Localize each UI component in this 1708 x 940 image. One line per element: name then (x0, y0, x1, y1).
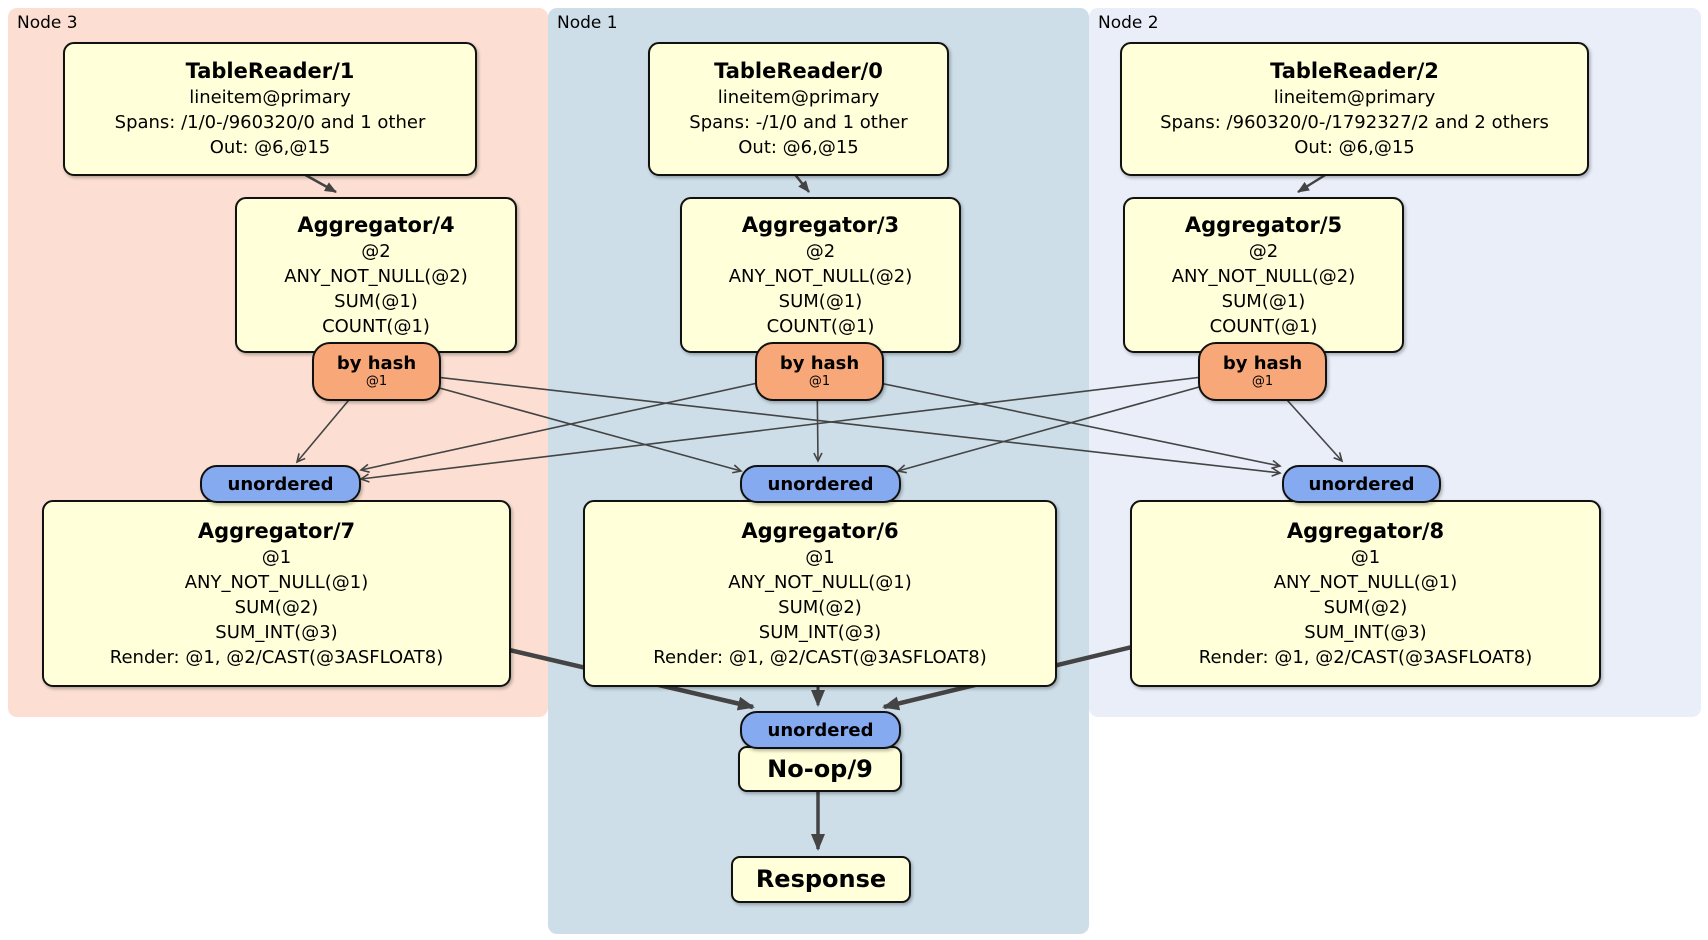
processor-detail: Spans: /960320/0-/1792327/2 and 2 others (1160, 112, 1549, 133)
processor-aggregator-3: Aggregator/3 @2 ANY_NOT_NULL(@2) SUM(@1)… (680, 197, 961, 353)
processor-detail: ANY_NOT_NULL(@1) (184, 571, 369, 593)
edge-router-node3-to-sync-node2 (373, 369, 1282, 477)
processor-detail: lineitem@primary (717, 87, 880, 108)
processor-detail: ANY_NOT_NULL(@1) (728, 571, 912, 593)
processor-detail: COUNT(@1) (322, 315, 430, 337)
processor-aggregator-5: Aggregator/5 @2 ANY_NOT_NULL(@2) SUM(@1)… (1123, 197, 1404, 353)
processor-detail: lineitem@primary (1273, 87, 1436, 108)
sync-label: unordered (1308, 473, 1415, 495)
processor-detail: @1 (261, 546, 292, 568)
processor-title: Aggregator/6 (741, 518, 899, 543)
router-label: by hash (1222, 353, 1303, 374)
processor-detail: @1 (805, 546, 835, 568)
router-by-hash-node2: by hash @1 (1198, 342, 1327, 401)
processor-detail: @2 (361, 240, 391, 262)
processor-detail: Out: @6,@15 (209, 137, 331, 158)
edge-router-node1-to-sync-node2 (816, 369, 1282, 470)
sync-label: unordered (767, 473, 874, 495)
region-node1-label: Node 1 (557, 13, 618, 33)
processor-aggregator-7: Aggregator/7 @1 ANY_NOT_NULL(@1) SUM(@2)… (42, 500, 511, 687)
processor-detail: SUM(@1) (334, 290, 418, 312)
router-detail: @1 (808, 374, 831, 389)
processor-title: TableReader/0 (714, 59, 883, 83)
region-node2-label: Node 2 (1098, 13, 1159, 33)
sync-unordered-node3: unordered (200, 465, 361, 503)
edge-router-node2-to-sync-node3 (359, 369, 1261, 483)
sync-unordered-final: unordered (740, 711, 901, 749)
router-by-hash-node1: by hash @1 (755, 342, 884, 401)
processor-detail: @2 (1248, 240, 1279, 262)
processor-detail: ANY_NOT_NULL(@2) (1171, 265, 1356, 287)
processor-detail: SUM_INT(@3) (215, 621, 338, 643)
processor-title: Aggregator/7 (197, 518, 356, 543)
processor-title: Aggregator/4 (297, 212, 455, 237)
router-label: by hash (779, 353, 860, 374)
processor-noop-9: No-op/9 (738, 746, 902, 792)
router-detail: @1 (1251, 374, 1274, 389)
processor-tablereader-1: TableReader/1 lineitem@primary Spans: /1… (63, 42, 477, 176)
processor-tablereader-2: TableReader/2 lineitem@primary Spans: /9… (1120, 42, 1589, 176)
processor-detail: Render: @1, @2/CAST(@3ASFLOAT8) (653, 646, 987, 668)
sync-unordered-node1: unordered (740, 465, 901, 503)
processor-detail: @1 (1350, 546, 1381, 568)
processor-detail: SUM(@2) (234, 596, 319, 618)
processor-title: No-op/9 (767, 754, 873, 783)
processor-detail: Out: @6,@15 (1294, 137, 1415, 158)
processor-title: TableReader/1 (185, 59, 355, 83)
processor-detail: Spans: /1/0-/960320/0 and 1 other (114, 112, 426, 133)
processor-detail: SUM_INT(@3) (758, 621, 882, 643)
processor-detail: ANY_NOT_NULL(@2) (728, 265, 913, 287)
processor-detail: COUNT(@1) (1209, 315, 1318, 337)
processor-detail: Render: @1, @2/CAST(@3ASFLOAT8) (109, 646, 444, 668)
processor-detail: ANY_NOT_NULL(@1) (1273, 571, 1458, 593)
processor-tablereader-0: TableReader/0 lineitem@primary Spans: -/… (648, 42, 949, 176)
processor-detail: Render: @1, @2/CAST(@3ASFLOAT8) (1198, 646, 1533, 668)
processor-aggregator-8: Aggregator/8 @1 ANY_NOT_NULL(@1) SUM(@2)… (1130, 500, 1601, 687)
processor-title: Aggregator/5 (1184, 212, 1343, 237)
processor-detail: COUNT(@1) (766, 315, 875, 337)
region-node3-label: Node 3 (17, 13, 78, 33)
router-detail: @1 (365, 374, 388, 389)
response-title: Response (755, 865, 887, 893)
processor-detail: SUM(@2) (778, 596, 862, 618)
router-label: by hash (336, 353, 417, 374)
processor-aggregator-6: Aggregator/6 @1 ANY_NOT_NULL(@1) SUM(@2)… (583, 500, 1057, 687)
sync-unordered-node2: unordered (1282, 465, 1441, 503)
processor-detail: SUM(@2) (1323, 596, 1408, 618)
processor-detail: SUM(@1) (1221, 290, 1306, 312)
response-box: Response (731, 856, 911, 903)
edge-router-node1-to-sync-node3 (359, 369, 818, 473)
processor-detail: SUM_INT(@3) (1304, 621, 1427, 643)
router-by-hash-node3: by hash @1 (312, 342, 441, 401)
processor-title: Aggregator/3 (741, 212, 900, 237)
processor-detail: @2 (805, 240, 836, 262)
processor-detail: ANY_NOT_NULL(@2) (284, 265, 468, 287)
sync-label: unordered (767, 719, 874, 741)
processor-detail: Out: @6,@15 (738, 137, 859, 158)
processor-detail: SUM(@1) (778, 290, 863, 312)
processor-detail: lineitem@primary (189, 87, 351, 108)
processor-title: TableReader/2 (1270, 59, 1439, 83)
processor-aggregator-4: Aggregator/4 @2 ANY_NOT_NULL(@2) SUM(@1)… (235, 197, 517, 353)
sync-label: unordered (227, 473, 334, 495)
processor-detail: Spans: -/1/0 and 1 other (689, 112, 908, 133)
processor-title: Aggregator/8 (1286, 518, 1445, 543)
